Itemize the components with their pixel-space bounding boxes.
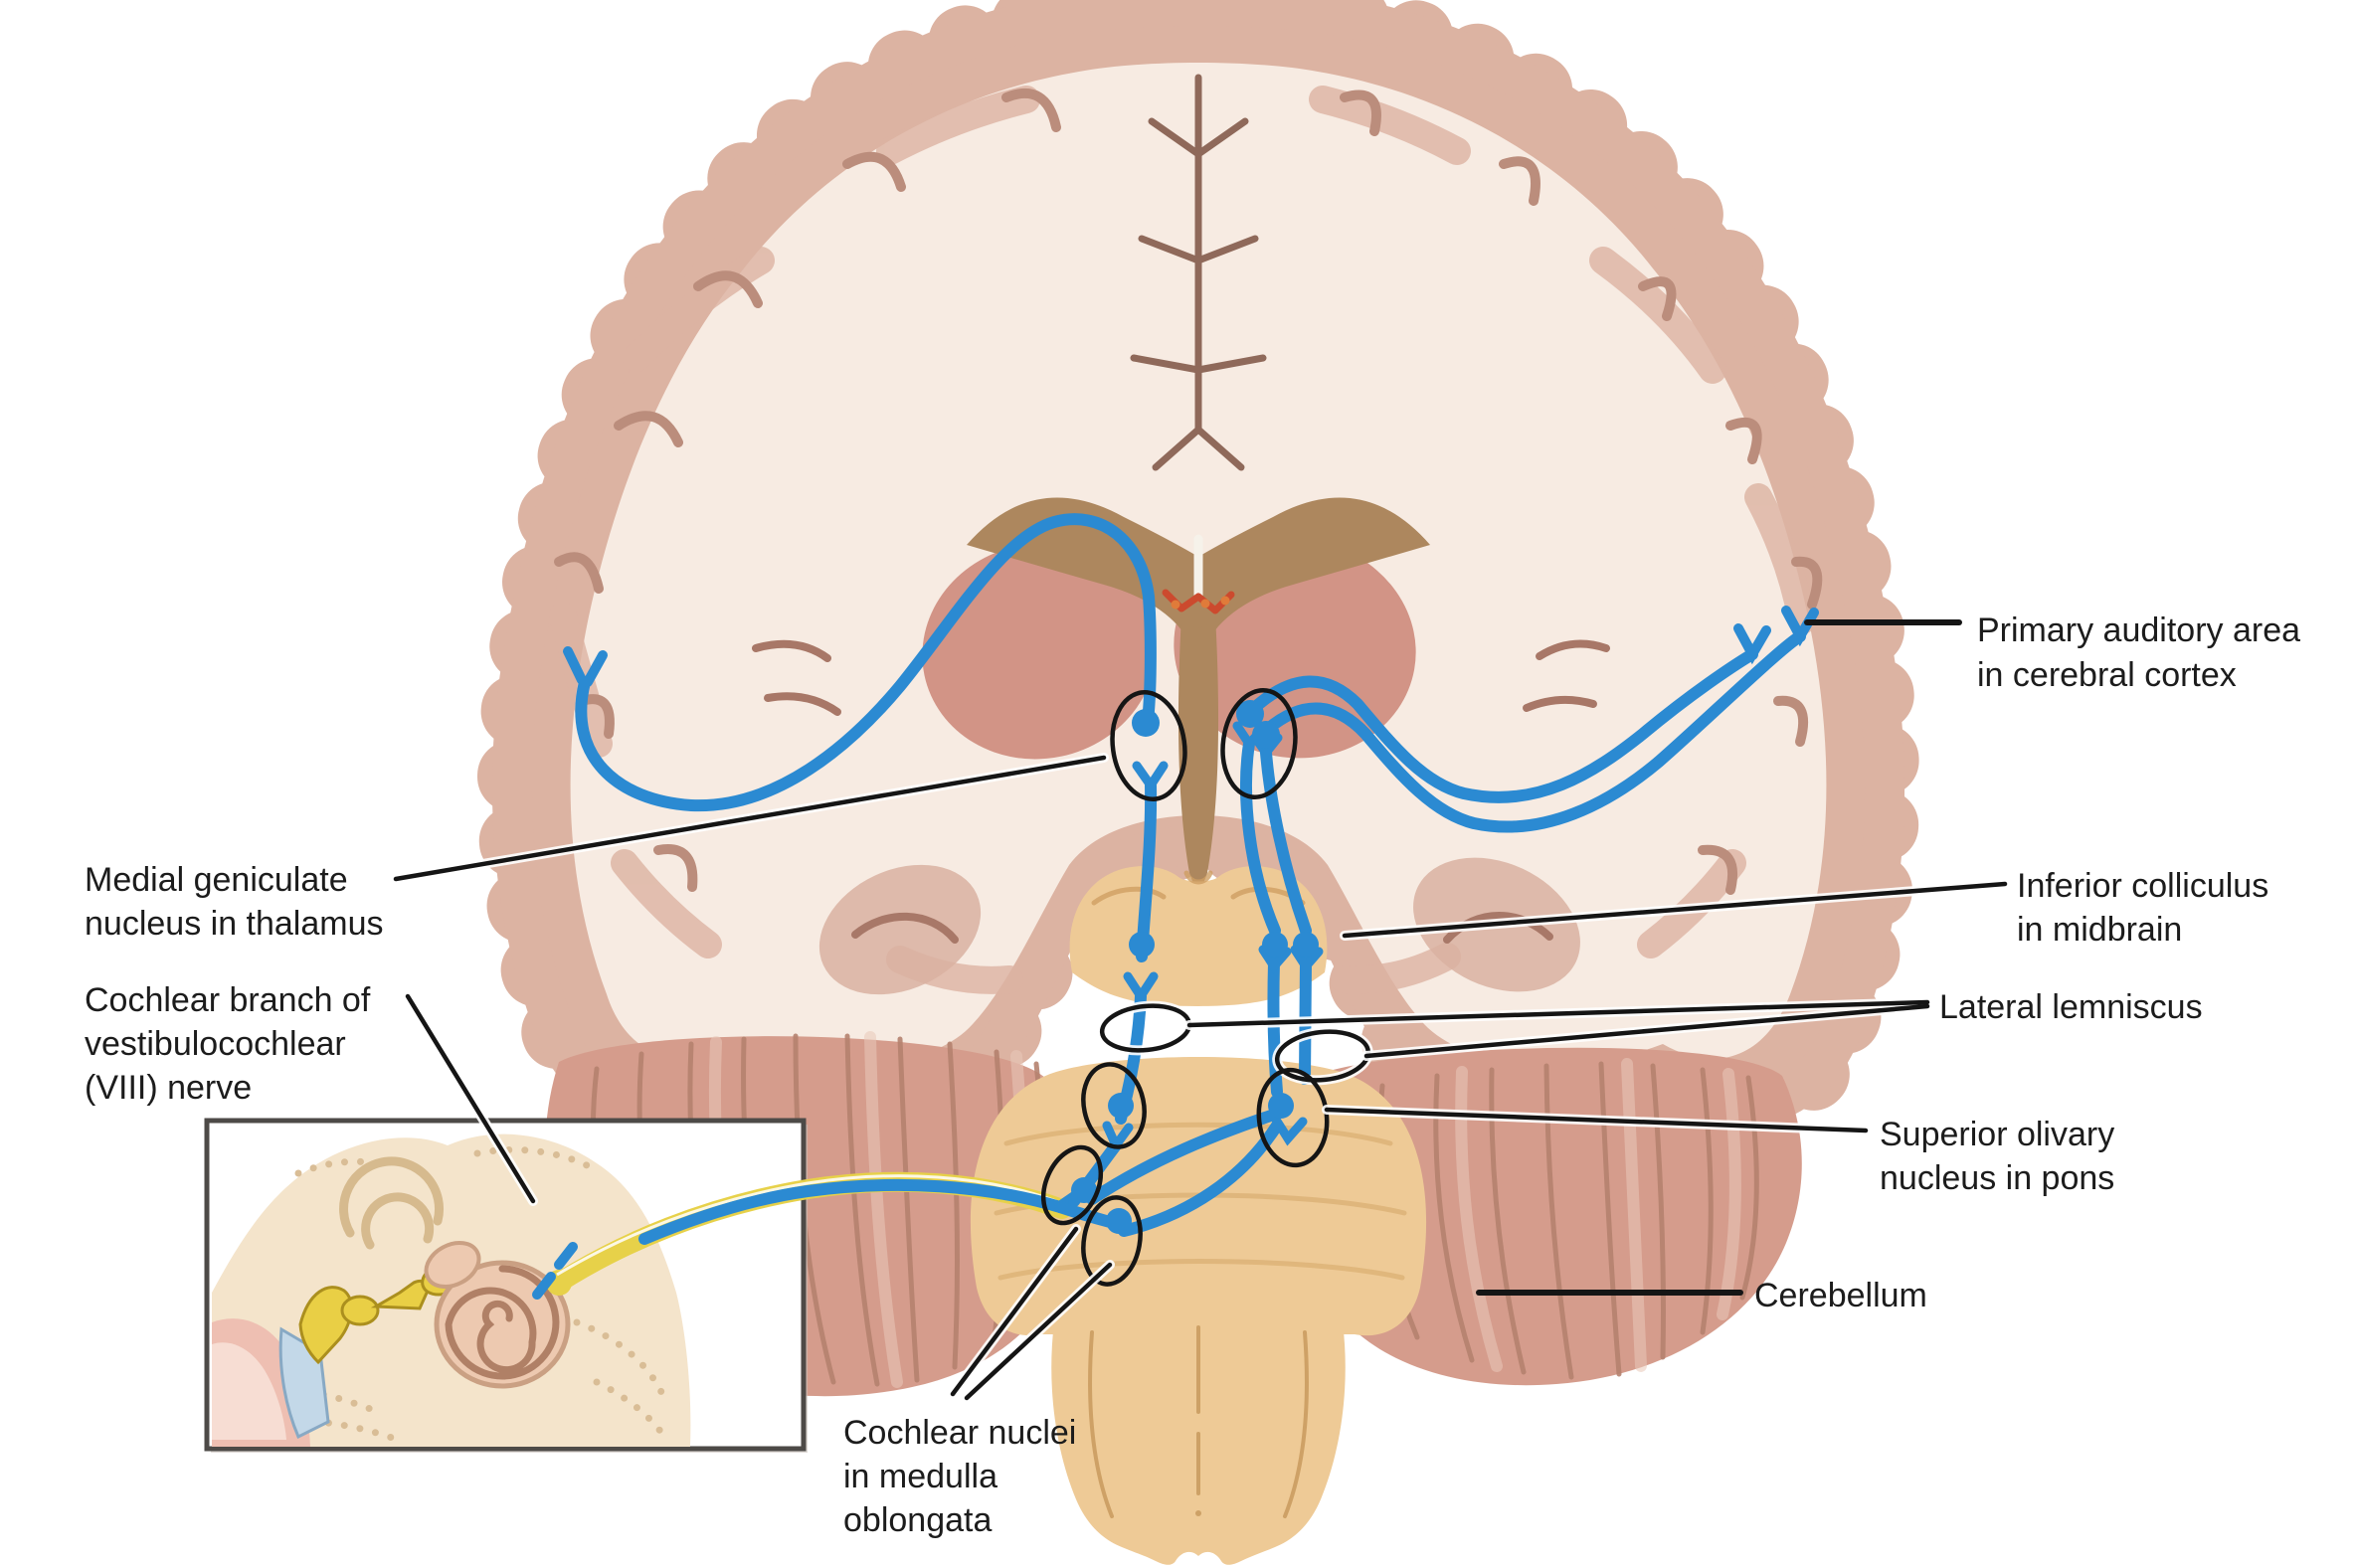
leader-cochlear-nuclei-a — [950, 1226, 1079, 1397]
label-primary-auditory-line1: Primary auditory area — [1977, 611, 2300, 649]
label-cochlear-branch-line2: vestibulocochlear — [85, 1025, 346, 1063]
cochlear-nerve-dash-2 — [554, 1242, 578, 1270]
soma-son-right — [1268, 1093, 1294, 1119]
label-cochlear-branch: Cochlear branch of vestibulocochlear (VI… — [85, 981, 371, 1107]
label-primary-auditory-line2: in cerebral cortex — [1977, 656, 2237, 694]
label-superior-olivary-line1: Superior olivary — [1880, 1116, 2114, 1153]
ellipse-mgn-left — [1110, 690, 1187, 801]
label-cochlear-branch-line3: (VIII) nerve — [85, 1069, 252, 1107]
leader-medial-geniculate — [393, 755, 1107, 882]
label-cerebellum-line1: Cerebellum — [1754, 1277, 1927, 1314]
fiber-cn-to-son-right-a — [1086, 1110, 1277, 1205]
label-cochlear-nuclei-line2: in medulla — [843, 1458, 997, 1495]
label-inferior-colliculus: Inferior colliculus in midbrain — [2017, 867, 2268, 949]
label-lateral-lemniscus-line1: Lateral lemniscus — [1939, 988, 2203, 1026]
cochlear-nerve-fiber — [638, 1178, 1066, 1245]
ellipse-cochlear-nucleus-a — [1040, 1144, 1104, 1226]
leader-superior-olivary — [1324, 1107, 1869, 1133]
pathway-neuron-somas — [1071, 700, 1319, 1234]
ellipse-superior-olivary-left — [1081, 1062, 1147, 1149]
label-superior-olivary: Superior olivary nucleus in pons — [1880, 1116, 2114, 1197]
label-cochlear-nuclei-line1: Cochlear nuclei — [843, 1414, 1076, 1452]
choroid-plexus — [1162, 589, 1235, 614]
soma-cochlear-nucleus-a — [1071, 1177, 1097, 1203]
leader-lateral-lemniscus-a — [1186, 999, 1930, 1028]
leader-lateral-lemniscus-b — [1363, 1003, 1930, 1059]
label-inferior-colliculus-line1: Inferior colliculus — [2017, 867, 2268, 905]
sulci — [554, 87, 1823, 895]
cortex-terminal-right-a — [1733, 623, 1771, 665]
fiber-mgn-to-cortex-left — [575, 513, 1157, 812]
third-ventricle-stem — [1178, 614, 1219, 897]
annotation-ellipses — [1040, 688, 1373, 1287]
ear-inset — [204, 1118, 808, 1453]
label-cochlear-nuclei: Cochlear nuclei in medulla oblongata — [843, 1414, 1076, 1539]
label-medial-geniculate-line1: Medial geniculate — [85, 861, 348, 899]
soma-ic-right-b — [1293, 932, 1319, 958]
label-lateral-lemniscus: Lateral lemniscus — [1939, 988, 2203, 1026]
cortex-terminal-left — [563, 646, 608, 687]
nerve-band-highlight — [556, 1174, 1057, 1277]
longitudinal-fissure — [1130, 74, 1267, 471]
soma-mgn-right-b — [1252, 721, 1280, 749]
soma-ic-left — [1129, 932, 1155, 958]
soma-son-left — [1108, 1093, 1134, 1119]
ellipse-mgn-right — [1220, 688, 1298, 799]
label-inferior-colliculus-line2: in midbrain — [2017, 911, 2182, 949]
leader-cochlear-branch — [405, 993, 536, 1204]
soma-mgn-right-a — [1236, 700, 1264, 728]
fiber-ic-to-mgn-right-a — [1240, 738, 1281, 937]
soma-cochlear-nucleus-b — [1106, 1208, 1132, 1234]
synapse-fork-mgn-left — [1132, 761, 1169, 794]
fiber-mgn-to-cortex-right-b — [1262, 630, 1806, 833]
leader-inferior-colliculus — [1342, 881, 2008, 939]
soma-mgn-left — [1132, 709, 1160, 737]
label-cochlear-branch-line1: Cochlear branch of — [85, 981, 371, 1019]
label-superior-olivary-line2: nucleus in pons — [1880, 1159, 2114, 1197]
label-cochlear-nuclei-line3: oblongata — [843, 1501, 992, 1539]
synapse-fork-ic-right-a — [1258, 945, 1292, 974]
thalamus-left — [922, 543, 1157, 760]
synapse-fork-ic-left — [1123, 971, 1159, 1005]
ear-canal — [212, 1318, 310, 1447]
ellipse-cochlear-nucleus-b — [1081, 1195, 1143, 1287]
label-medial-geniculate: Medial geniculate nucleus in thalamus — [85, 861, 384, 943]
semicircular-canals — [339, 1156, 445, 1250]
medulla-oblongata — [1051, 1288, 1346, 1565]
medulla-shading — [1088, 1325, 1309, 1518]
leader-cochlear-nuclei-b — [964, 1262, 1113, 1401]
synapse-fork-son-right — [1271, 1115, 1308, 1146]
fiber-ic-to-mgn-right-b — [1260, 747, 1312, 937]
soma-ic-right-a — [1262, 932, 1288, 958]
label-medial-geniculate-line2: nucleus in thalamus — [85, 905, 384, 943]
fiber-mgn-to-cortex-right-a — [1246, 648, 1758, 803]
label-primary-auditory: Primary auditory area in cerebral cortex — [1977, 611, 2300, 694]
label-cerebellum: Cerebellum — [1754, 1277, 1927, 1314]
labels: Primary auditory area in cerebral cortex… — [85, 611, 2300, 1539]
cochlear-nerve-dash-1 — [532, 1272, 556, 1300]
diencephalon — [922, 497, 1430, 897]
insula-sulci — [752, 639, 1610, 716]
leader-lines — [391, 619, 2010, 1403]
